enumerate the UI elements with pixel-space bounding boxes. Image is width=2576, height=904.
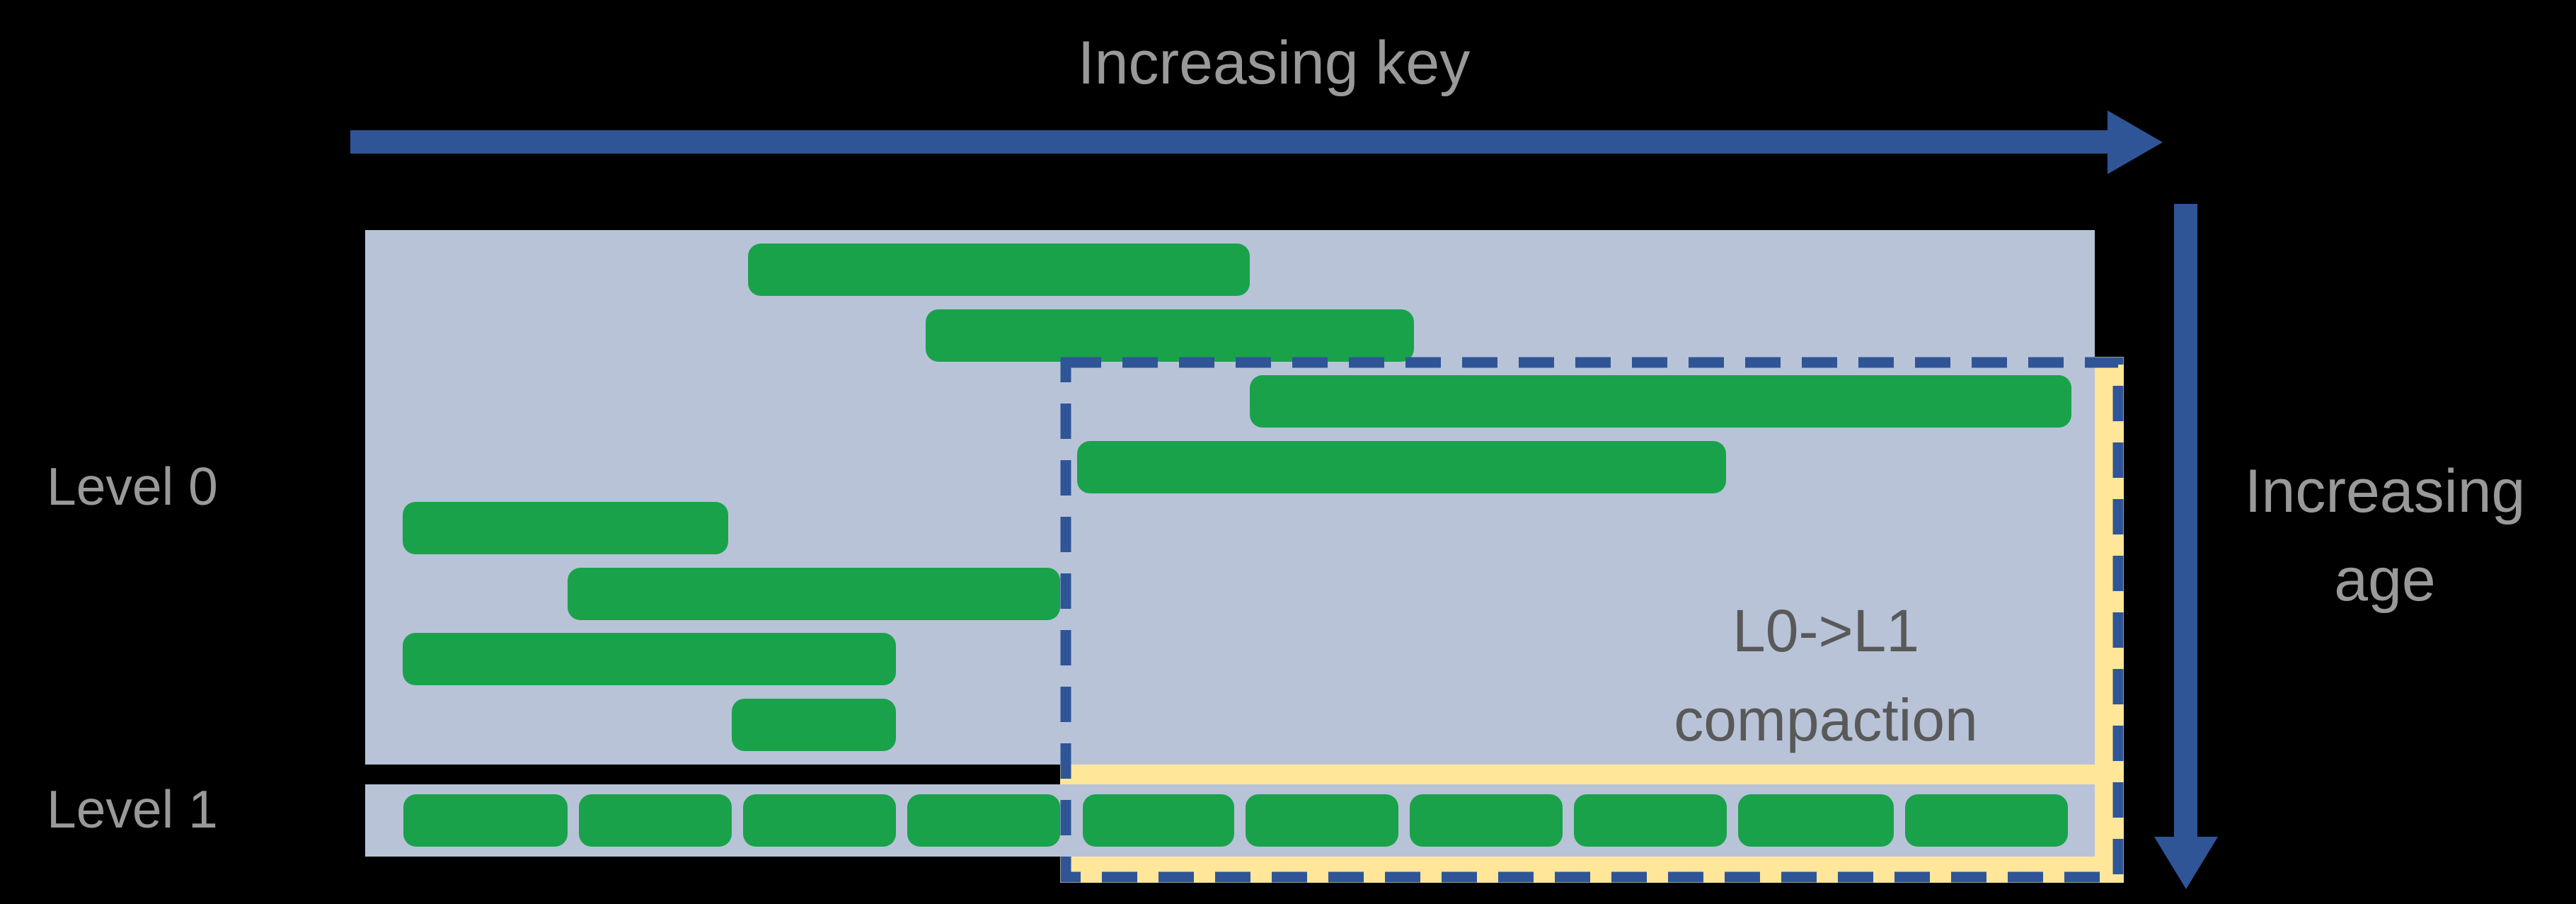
compaction-label-line1: L0->L1 [1732,597,1919,664]
increasing-age-line1: Increasing [2244,457,2526,525]
compaction-zone-border [1060,357,2124,883]
compaction-label-line2: compaction [1674,687,1978,753]
age-arrow-shaft [2174,204,2197,837]
key-arrow-head-icon [2108,110,2163,174]
increasing-age-line2: age [2334,545,2436,614]
compaction-label: L0->L1 compaction [1536,586,2116,765]
age-arrow-head-icon [2154,837,2218,889]
increasing-age-label: Increasing age [2208,447,2562,624]
level0-label: Level 0 [47,457,218,516]
level1-label: Level 1 [47,779,218,839]
key-arrow-shaft [350,130,2109,154]
increasing-key-label: Increasing key [1077,29,1471,97]
